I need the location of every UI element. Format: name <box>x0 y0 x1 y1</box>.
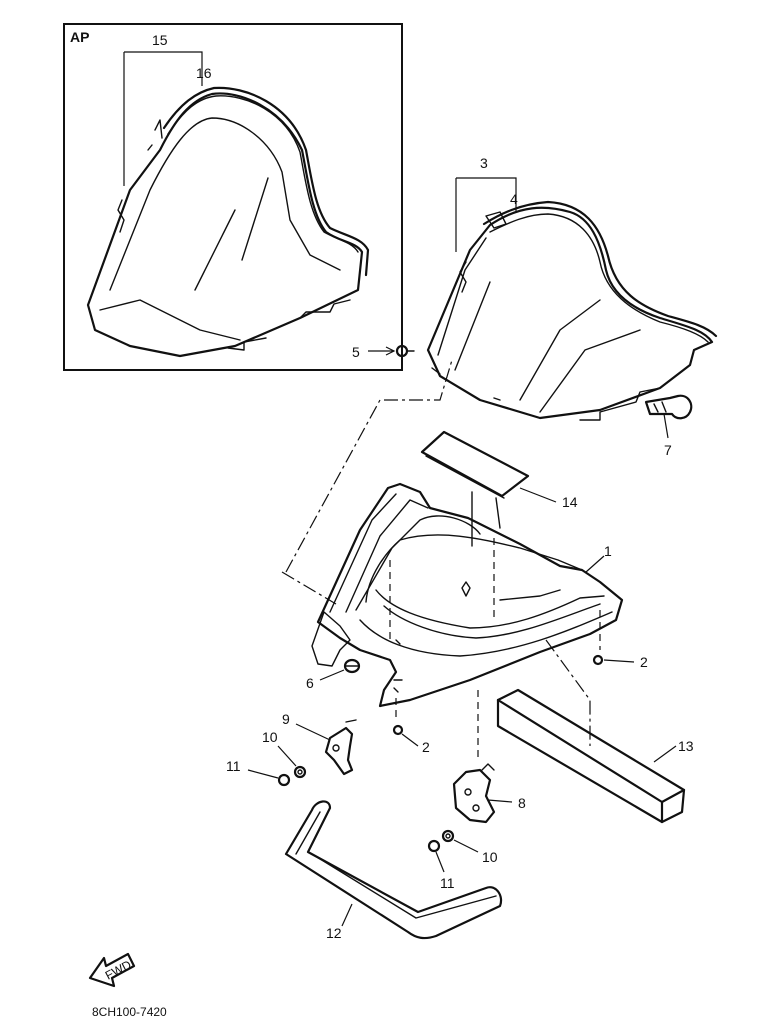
inset-label: AP <box>70 29 89 45</box>
callout-bracket-15 <box>123 51 203 186</box>
callout-16: 16 <box>196 65 212 81</box>
callout-2-lower: 2 <box>422 739 430 755</box>
inset-windshield <box>86 86 370 358</box>
alignment-line-left <box>285 359 453 573</box>
callout-11-lower: 11 <box>440 875 455 891</box>
pad-14 <box>420 430 530 499</box>
seal-strip-12 <box>284 800 503 940</box>
grommet-6 <box>343 658 361 674</box>
callout-10-lower: 10 <box>482 849 498 865</box>
nut-11-left <box>277 773 291 787</box>
nut-11-lower <box>427 839 441 853</box>
callout-10-left: 10 <box>262 729 278 745</box>
callout-12: 12 <box>326 925 342 941</box>
callout-8: 8 <box>518 795 526 811</box>
washer-10-lower <box>441 829 455 843</box>
alignment-line-8 <box>477 538 495 760</box>
screw-2-lower <box>392 724 404 736</box>
screw-2-right <box>592 654 604 666</box>
bracket-9 <box>324 719 357 776</box>
alignment-line-9 <box>389 560 397 720</box>
inset-frame <box>63 23 403 371</box>
svg-text:FWD: FWD <box>103 957 134 982</box>
callout-9: 9 <box>282 711 290 727</box>
alignment-line-14 <box>495 497 501 529</box>
screw-5 <box>395 344 415 358</box>
callout-5: 5 <box>352 344 360 360</box>
callout-14: 14 <box>562 494 578 510</box>
washer-10-left <box>293 765 307 779</box>
callout-bracket-3 <box>455 177 517 252</box>
alignment-line-left-lower <box>281 571 337 605</box>
callout-1: 1 <box>604 543 612 559</box>
knob-7 <box>644 394 693 420</box>
alignment-line-13 <box>545 639 591 746</box>
block-13 <box>496 688 686 824</box>
windshield-assembly <box>426 200 718 421</box>
drawing-code: 8CH100-7420 <box>92 1005 167 1019</box>
callout-13: 13 <box>678 738 694 754</box>
bracket-8 <box>452 763 496 824</box>
callout-6: 6 <box>306 675 314 691</box>
callout-4: 4 <box>510 191 518 207</box>
callout-7: 7 <box>664 442 672 458</box>
fwd-arrow-icon: FWD <box>88 952 136 988</box>
callout-3: 3 <box>480 155 488 171</box>
callout-15: 15 <box>152 32 168 48</box>
callout-11-left: 11 <box>226 758 241 774</box>
cowling-1 <box>311 482 624 708</box>
callout-2-right: 2 <box>640 654 648 670</box>
